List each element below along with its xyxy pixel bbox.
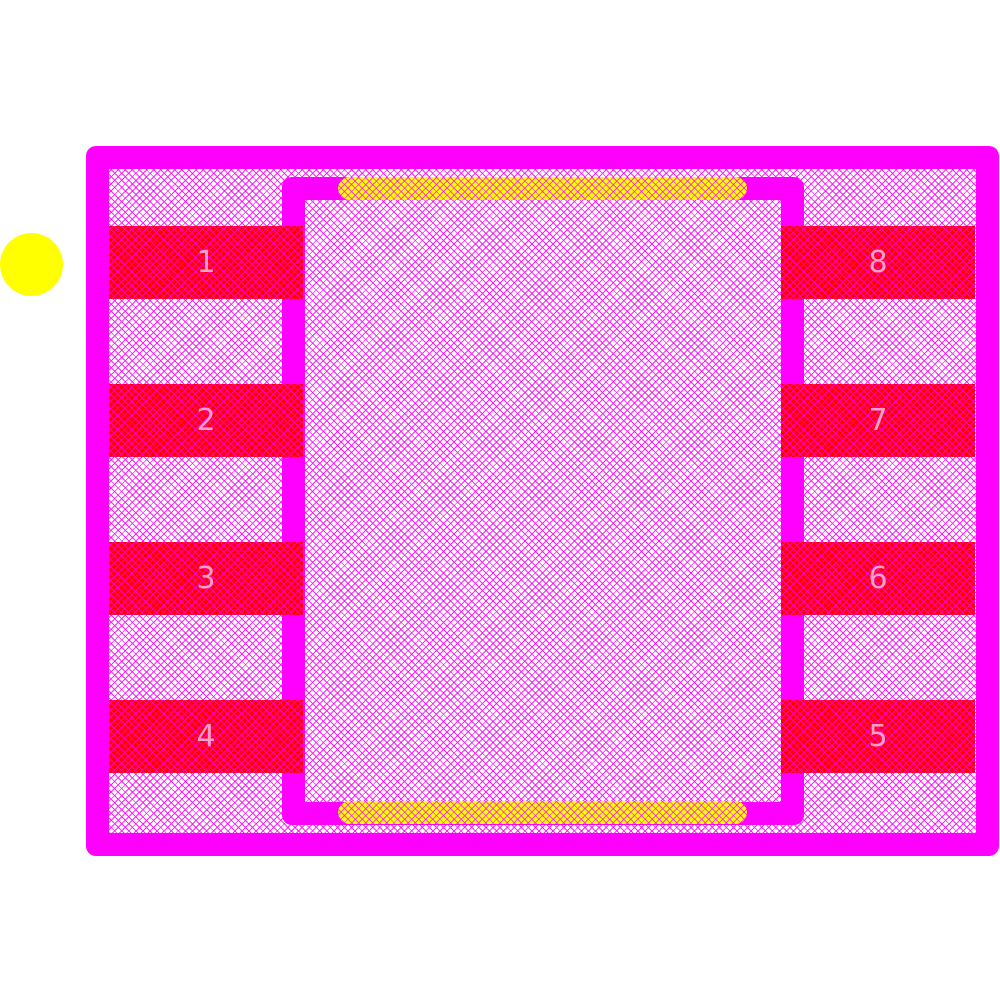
pad-7-label: 7	[868, 402, 888, 438]
pad-3[interactable]: 3	[109, 542, 303, 615]
pad-5[interactable]: 5	[781, 700, 975, 773]
courtyard-outline	[86, 146, 999, 856]
pad-7[interactable]: 7	[781, 384, 975, 457]
pad-5-label: 5	[868, 718, 888, 754]
pad-4[interactable]: 4	[109, 700, 303, 773]
pad-8[interactable]: 8	[781, 226, 975, 299]
pin-1-indicator-dot	[0, 233, 63, 296]
pad-1-label: 1	[196, 244, 216, 280]
pad-2[interactable]: 2	[109, 384, 303, 457]
pad-3-label: 3	[196, 560, 216, 596]
pad-2-label: 2	[196, 402, 216, 438]
pad-1[interactable]: 1	[109, 226, 303, 299]
pad-6[interactable]: 6	[781, 542, 975, 615]
pad-8-label: 8	[868, 244, 888, 280]
pad-4-label: 4	[196, 718, 216, 754]
pad-6-label: 6	[868, 560, 888, 596]
body-marking-bottom	[338, 801, 747, 824]
body-marking-top	[338, 177, 747, 200]
component-body-outline	[282, 177, 804, 825]
